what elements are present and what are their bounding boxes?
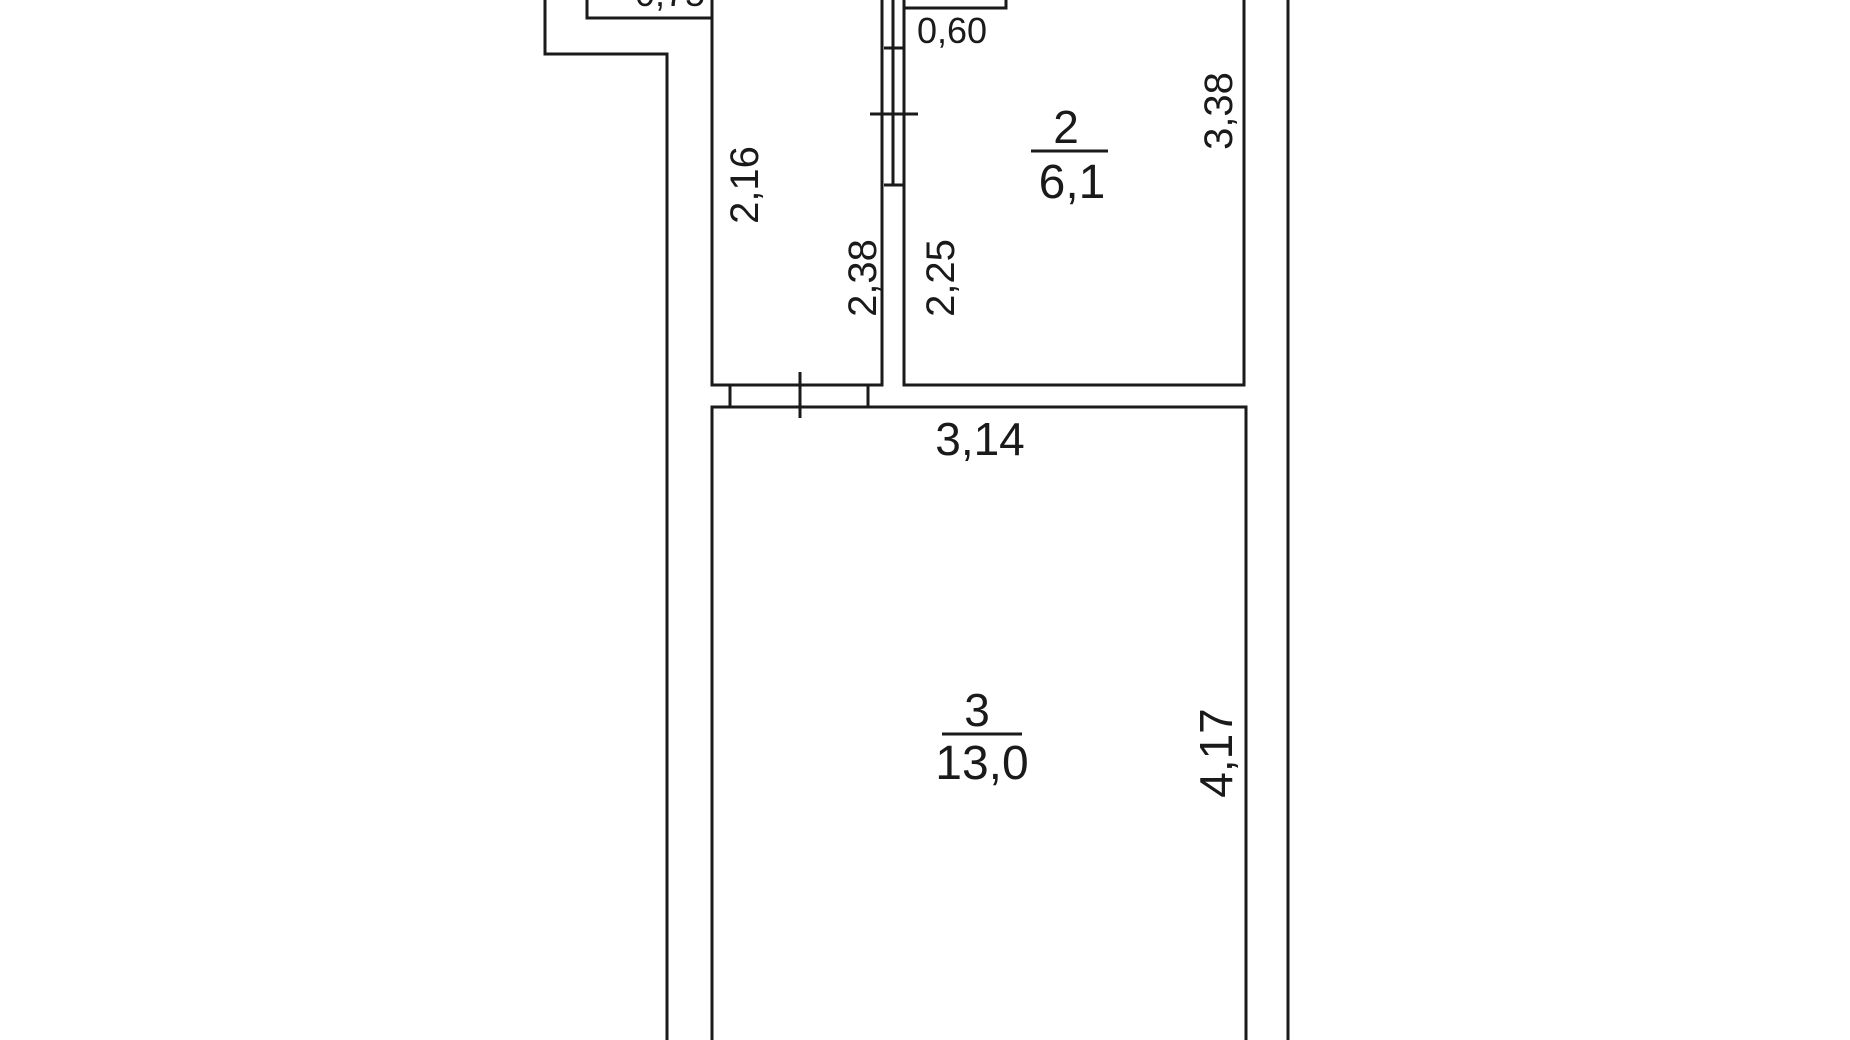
dim-corridor-left: 2,16: [723, 146, 767, 224]
dim-top-cut: 0,75: [635, 0, 705, 14]
room-2-wall: [902, 0, 1246, 387]
room-3-label: 3 13,0: [935, 684, 1028, 790]
outer-wall-left: [543, 0, 669, 1040]
room-3-number: 3: [964, 684, 990, 736]
room-2-number: 2: [1053, 101, 1079, 153]
dim-corridor-right: 2,38: [841, 239, 885, 317]
niche-wall: [585, 0, 714, 20]
room-2-label: 2 6,1: [1031, 101, 1108, 209]
dim-closet-width: 0,60: [917, 10, 987, 51]
dim-room-3-height: 4,17: [1190, 708, 1242, 798]
room-3-wall: [710, 405, 1248, 1040]
closet-wall: [904, 0, 1008, 10]
walls-group: [543, 0, 1290, 1040]
dim-room-2-left: 2,25: [919, 239, 963, 317]
dim-room-3-width: 3,14: [935, 413, 1025, 465]
room-2-area: 6,1: [1039, 156, 1106, 209]
room-3-area: 13,0: [935, 737, 1028, 790]
dim-room-2-right: 3,38: [1197, 72, 1241, 150]
